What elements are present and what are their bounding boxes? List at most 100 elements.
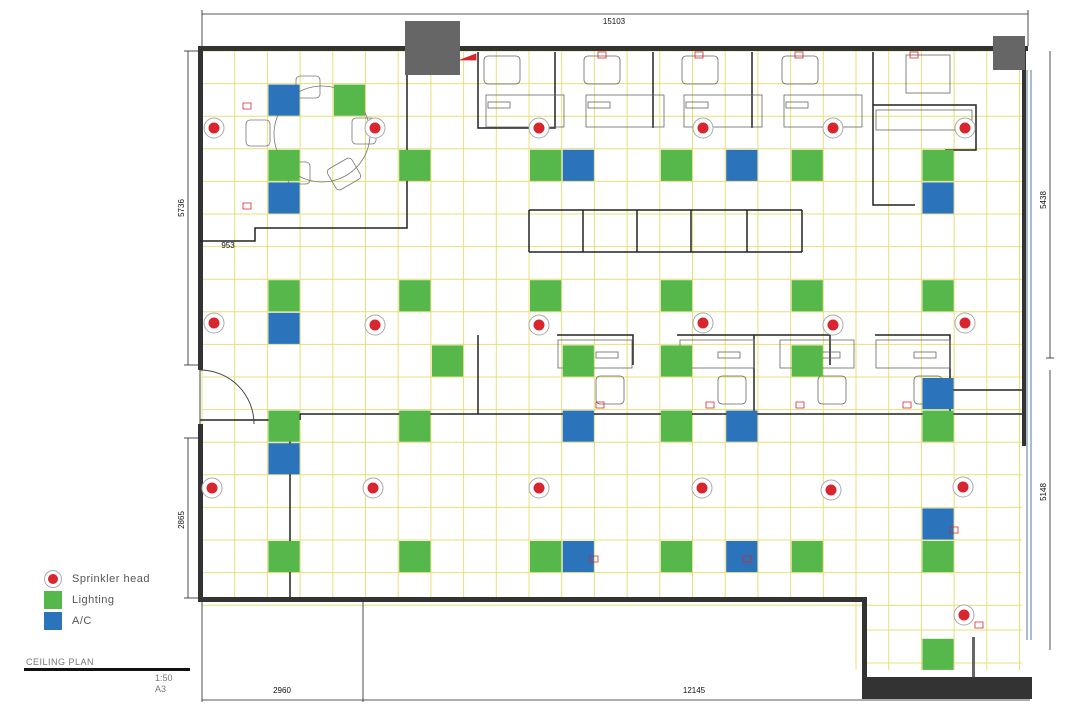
ac-unit (726, 149, 758, 181)
lighting-panel (922, 638, 954, 670)
lighting-panel (530, 149, 562, 181)
wall-left-lower (198, 424, 203, 602)
keyboard (717, 351, 741, 359)
ac-unit (562, 541, 594, 573)
lighting-panel (399, 410, 431, 442)
lighting-panel (399, 541, 431, 573)
keyboard (913, 351, 937, 359)
lighting-panel (791, 149, 823, 181)
sprinkler-head-dot (208, 122, 220, 134)
lighting-panel (922, 541, 954, 573)
sprinkler-head-dot (696, 482, 708, 494)
wall-bottom-right (862, 677, 1032, 699)
dimension-lines (184, 10, 1054, 702)
keyboard (685, 101, 709, 109)
lighting-panel (268, 280, 300, 312)
keyboard (595, 351, 619, 359)
sprinkler-head-dot (533, 482, 545, 494)
door-swing (199, 369, 255, 425)
sprinkler-head-dot (958, 609, 970, 621)
legend-label: Lighting (72, 593, 115, 606)
legend-label: Sprinkler head (72, 572, 150, 585)
column-bottom (972, 637, 975, 677)
sprinkler-head (203, 312, 225, 334)
chair (483, 55, 521, 85)
lighting-panel (530, 541, 562, 573)
wall-right (1022, 46, 1026, 446)
sprinkler-head (952, 476, 974, 498)
legend-item-lighting: Lighting (44, 589, 150, 610)
scale-info: 1:50 A3 (155, 673, 173, 695)
sprinkler-head (364, 117, 386, 139)
lighting-panel (562, 345, 594, 377)
sheet-size: A3 (155, 684, 167, 694)
ac-unit (562, 149, 594, 181)
dim-right-lower: 5148 (1039, 483, 1048, 501)
sprinkler-head (362, 477, 384, 499)
lighting-panel (660, 280, 692, 312)
lighting-panel (791, 541, 823, 573)
chair (326, 157, 362, 191)
sprinkler-head (954, 117, 976, 139)
column-top (405, 21, 460, 75)
ac-units (268, 84, 954, 573)
sprinkler-head (692, 117, 714, 139)
desk (683, 94, 763, 128)
sprinkler-head-dot (697, 317, 709, 329)
chair (817, 375, 847, 405)
legend-item-sprinkler: Sprinkler head (44, 568, 150, 589)
ac-unit (562, 410, 594, 442)
lighting-panel (922, 410, 954, 442)
chair (245, 119, 271, 147)
partitions (200, 52, 1022, 597)
ac-unit (922, 508, 954, 540)
dim-right-upper: 5438 (1039, 191, 1048, 209)
sprinkler-head (691, 477, 713, 499)
legend-label: A/C (72, 614, 92, 627)
dim-bottom-left: 2960 (273, 686, 291, 695)
ac-unit (726, 410, 758, 442)
keyboard (785, 101, 809, 109)
lighting-panel (268, 541, 300, 573)
keyboard (487, 101, 511, 109)
walls (198, 46, 1032, 699)
sprinkler-head (364, 314, 386, 336)
sprinkler-head-dot (367, 482, 379, 494)
sprinkler-head (820, 479, 842, 501)
lighting-panel (660, 345, 692, 377)
ac-swatch-icon (44, 611, 62, 630)
sprinkler-icon (44, 569, 62, 588)
chair (583, 55, 621, 85)
desks (483, 54, 973, 405)
legend-item-ac: A/C (44, 610, 150, 631)
column-corner (993, 36, 1025, 70)
sprinkler-head-dot (827, 319, 839, 331)
lighting-panel (268, 410, 300, 442)
sprinkler-head (953, 604, 975, 626)
chair (681, 55, 719, 85)
annotation-marks (242, 51, 984, 629)
sprinkler-head-dot (369, 319, 381, 331)
dim-top-width: 15103 (603, 17, 626, 26)
sprinkler-head (528, 477, 550, 499)
sprinkler-head-dot (697, 122, 709, 134)
lighting-panel (922, 149, 954, 181)
drawing-scale: 1:50 (155, 673, 173, 683)
lighting-panel (660, 149, 692, 181)
sprinkler-head (822, 314, 844, 336)
lighting-panel (399, 280, 431, 312)
lighting-swatch-icon (44, 590, 62, 609)
sprinkler-head-dot (959, 122, 971, 134)
ac-unit (268, 84, 300, 116)
lighting-panel (268, 149, 300, 181)
lighting-panel (399, 149, 431, 181)
chair (717, 375, 747, 405)
sprinkler-head (528, 117, 550, 139)
sprinkler-head-dot (827, 122, 839, 134)
sprinkler-head-dot (208, 317, 220, 329)
columns (405, 21, 1025, 677)
ac-unit (268, 182, 300, 214)
chair (595, 375, 625, 405)
wall-bottom-left (198, 597, 866, 602)
